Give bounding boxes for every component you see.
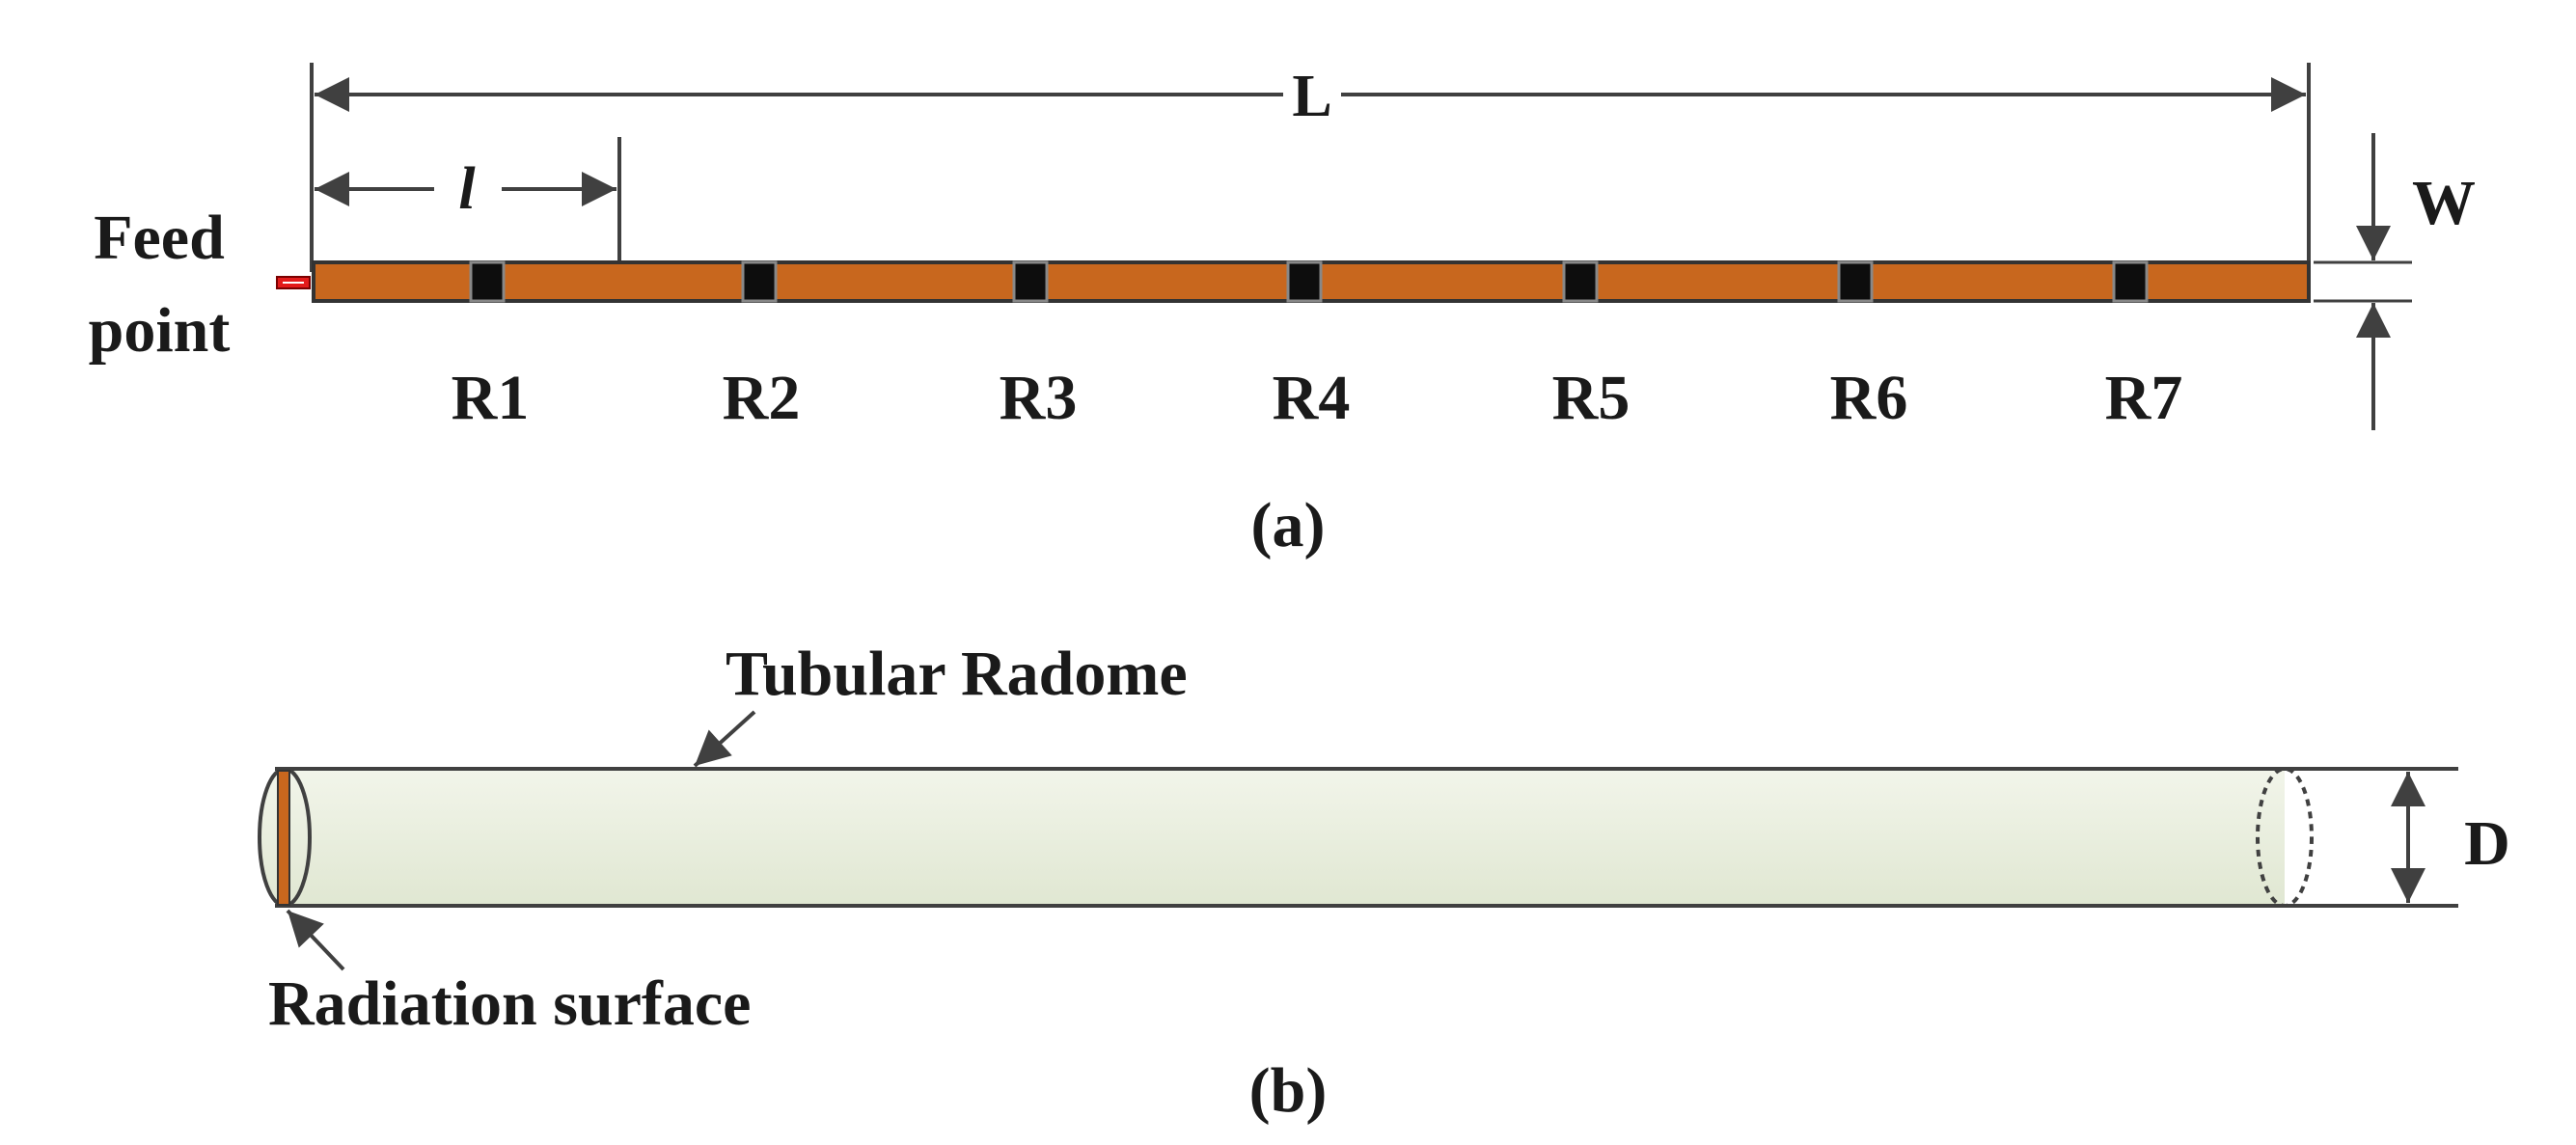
radiator-block-r2 <box>741 260 778 303</box>
radiator-label-r4: R4 <box>1273 363 1351 433</box>
feed-point-label-line2: point <box>89 295 231 366</box>
segment-label: l <box>458 156 476 222</box>
radiator-label-r5: R5 <box>1552 363 1631 433</box>
radiator-label-r1: R1 <box>452 363 530 433</box>
caption-b: (b) <box>1249 1055 1328 1126</box>
radiation-surface-pointer <box>286 909 345 971</box>
radiator-label-r2: R2 <box>723 363 801 433</box>
width-dimension: W <box>2314 133 2476 430</box>
tubular-radome <box>275 769 2285 906</box>
diameter-label: D <box>2464 808 2510 879</box>
tubular-radome-pointer <box>693 710 756 768</box>
radiator-block-r1 <box>469 260 506 303</box>
radiation-surface-label: Radiation surface <box>268 968 751 1039</box>
radiator-block-r7 <box>2112 260 2149 303</box>
radiator-block-r3 <box>1012 260 1049 303</box>
segment-dimension: l <box>315 137 621 272</box>
width-label: W <box>2412 168 2476 238</box>
tubular-radome-label: Tubular Radome <box>726 639 1188 709</box>
radiator-label-r6: R6 <box>1830 363 1908 433</box>
radiator-block-r4 <box>1286 260 1323 303</box>
radiator-label-r3: R3 <box>1000 363 1078 433</box>
diameter-dimension: D <box>2391 772 2510 903</box>
radiator-elements: R1 R2 R3 R4 R5 R6 R7 <box>452 260 2183 433</box>
radiator-label-r7: R7 <box>2105 363 2183 433</box>
radiator-block-r6 <box>1837 260 1874 303</box>
length-label: L <box>1292 64 1331 129</box>
panel-b: D Tubular Radome Radiation surface (b) <box>258 639 2510 1126</box>
radome-right-end <box>2256 767 2314 908</box>
length-dimension: L <box>310 63 2311 272</box>
panel-a: L l Feed point R1 R2 R3 R4 <box>89 63 2476 560</box>
radiation-surface <box>277 770 290 906</box>
feed-point-label-line1: Feed <box>94 203 225 273</box>
caption-a: (a) <box>1251 490 1326 560</box>
radiator-block-r5 <box>1562 260 1599 303</box>
